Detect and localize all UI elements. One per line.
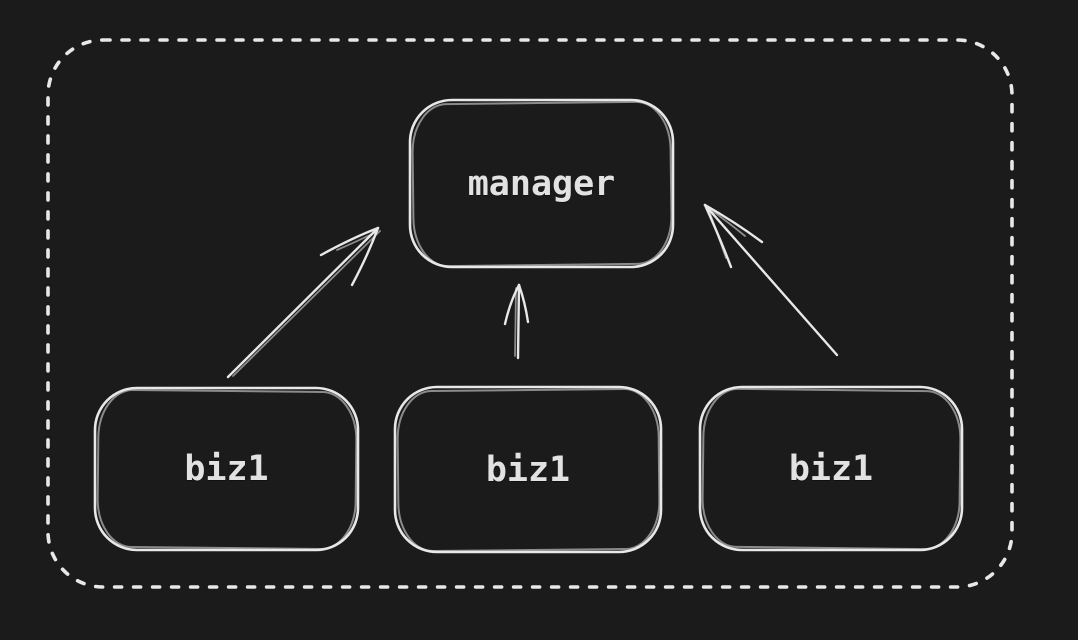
node-biz1-left-box bbox=[93, 386, 360, 552]
node-biz1-right-box bbox=[698, 385, 964, 552]
edge-middle-arrow bbox=[503, 283, 530, 360]
node-biz1-mid-box bbox=[393, 385, 663, 554]
edge-left-arrow bbox=[226, 226, 381, 379]
dashed-frame bbox=[46, 38, 1014, 589]
node-manager-box bbox=[408, 98, 675, 269]
edge-right-arrow bbox=[703, 203, 839, 357]
